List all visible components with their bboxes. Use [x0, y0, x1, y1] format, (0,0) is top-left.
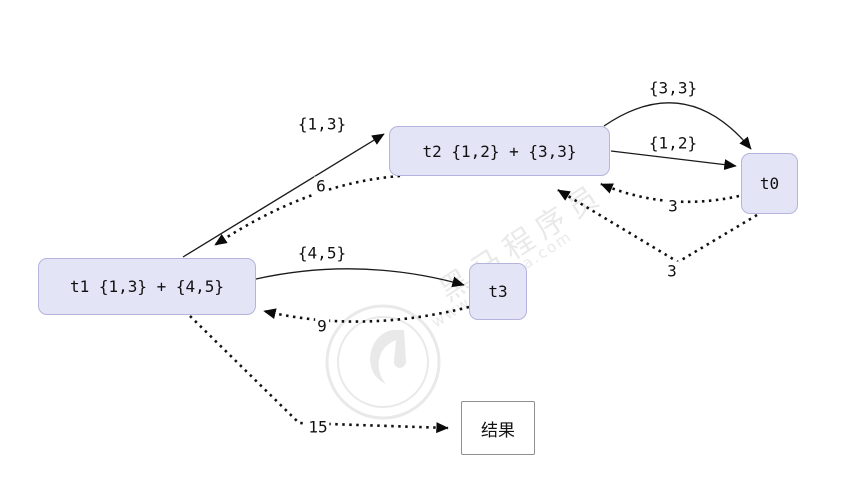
node-result: 结果	[461, 401, 535, 455]
edge-label-t1-t2: {1,3}	[295, 114, 349, 134]
edge-label-t2-t0-top: {3,3}	[646, 78, 700, 98]
watermark-ring-outer	[325, 304, 441, 420]
edge-label-t3-t1: 9	[315, 316, 329, 336]
edge-label-t2-t0-mid: {1,2}	[646, 133, 700, 153]
edge-label-t2-t1: 6	[314, 176, 328, 196]
edge-label-t1-t3: {4,5}	[295, 243, 349, 263]
node-t0-label: t0	[759, 174, 780, 193]
edge-label-t0-t2-upper: 3	[666, 196, 680, 216]
node-t2-label: t2 {1,2} + {3,3}	[422, 141, 577, 161]
edge-t1-t3	[255, 268, 465, 288]
edge-t2-t0-top	[603, 102, 752, 150]
edge-t3-t1	[263, 305, 470, 323]
node-t1: t1 {1,3} + {4,5}	[38, 258, 256, 315]
node-t3: t3	[469, 263, 527, 320]
node-t0: t0	[741, 153, 798, 214]
node-t3-label: t3	[488, 282, 508, 301]
edge-label-t1-result: 15	[306, 417, 330, 437]
node-t1-label: t1 {1,3} + {4,5}	[69, 277, 225, 296]
edge-t2-t1	[214, 174, 401, 247]
edge-t2-t0-mid	[610, 150, 737, 171]
watermark-logo-mark	[370, 330, 406, 384]
edge-t1-t2	[182, 133, 385, 258]
node-t2: t2 {1,2} + {3,3}	[389, 126, 610, 176]
watermark-ring-inner	[337, 316, 429, 408]
edge-t1-result	[189, 315, 449, 434]
node-result-label: 结果	[481, 420, 515, 441]
edge-label-t0-t2-lower: 3	[665, 261, 679, 281]
